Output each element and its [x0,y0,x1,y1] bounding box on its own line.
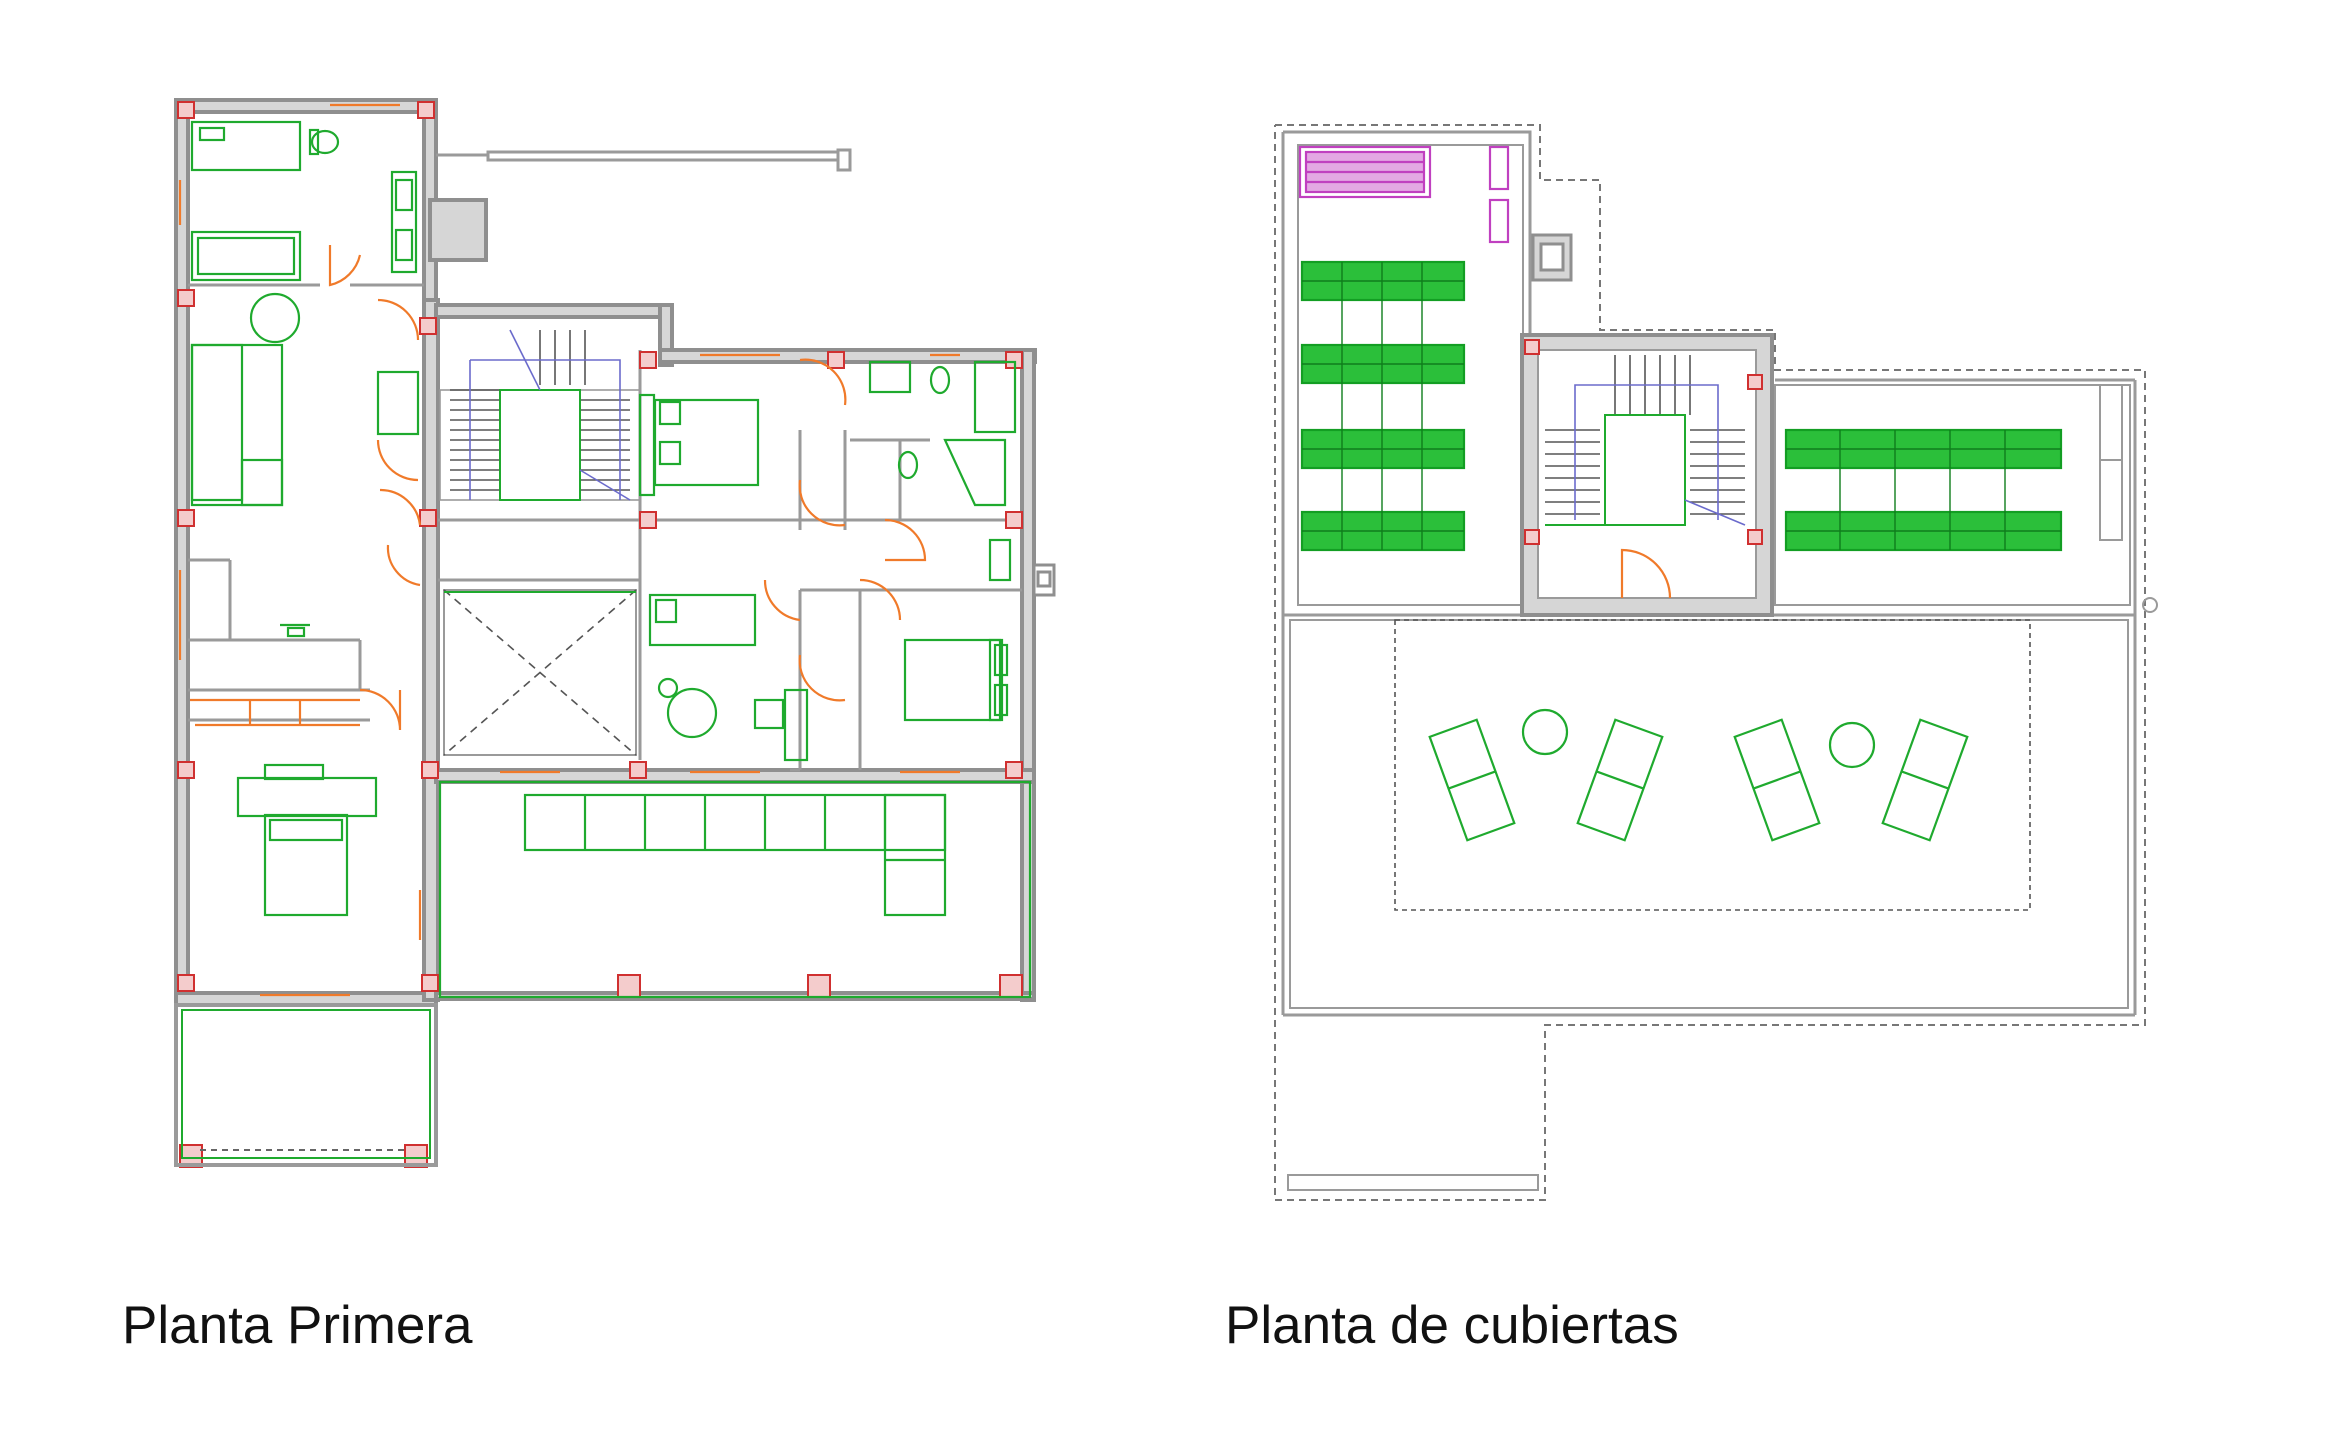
thermal-solar-panel [1298,145,1510,244]
photovoltaic-panels [1300,260,2063,552]
first-floor-stair [439,329,641,501]
first-floor-walls [174,98,1037,1007]
roof-plan-caption: Planta de cubiertas [1225,1296,1679,1355]
roof-outline [1274,124,2146,1201]
first-floor-columns [177,101,1023,1168]
terrace-loungers [1428,708,1969,842]
roof-plan [1274,124,2158,1201]
roof-terrace-zone [1394,619,2031,911]
roof-chimney [1531,233,1573,282]
first-floor-partitions [188,283,1022,772]
double-height-void [443,589,637,756]
north-balcony-rail [436,148,852,172]
south-balcony [174,1003,438,1167]
first-floor-plan [174,98,1056,1168]
first-floor-doors [178,103,960,997]
roof-stair-tower [1520,333,1774,617]
first-floor-caption: Planta Primera [122,1296,473,1355]
east-wall-fixture [1032,563,1056,597]
first-floor-furniture [190,120,1032,999]
